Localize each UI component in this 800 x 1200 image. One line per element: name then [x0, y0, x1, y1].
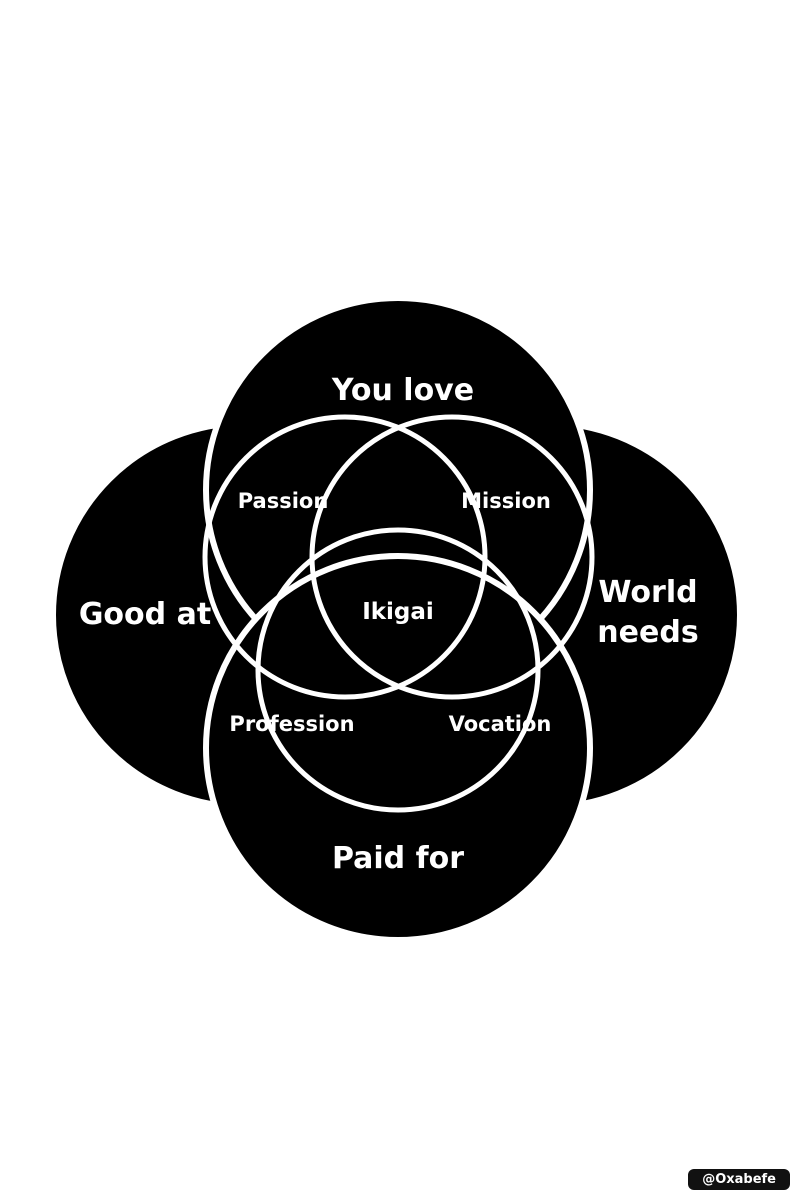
inner-rings	[202, 414, 595, 813]
label-good-at: Good at	[79, 597, 211, 632]
label-world-needs-line2: needs	[597, 615, 698, 650]
inner-ring-top-left	[202, 414, 488, 700]
inner-ring-bottom	[255, 527, 541, 813]
outer-circles	[50, 295, 743, 943]
watermark-badge: @Oxabefe	[688, 1169, 790, 1190]
label-profession: Profession	[229, 712, 354, 736]
label-ikigai: Ikigai	[362, 599, 434, 625]
label-passion: Passion	[238, 489, 329, 513]
label-mission: Mission	[461, 489, 551, 513]
label-you-love: You love	[331, 373, 474, 408]
label-world-needs-line1: World	[598, 575, 697, 610]
label-vocation: Vocation	[449, 712, 552, 736]
circle-paid-for	[203, 553, 593, 943]
label-paid-for: Paid for	[332, 841, 464, 876]
